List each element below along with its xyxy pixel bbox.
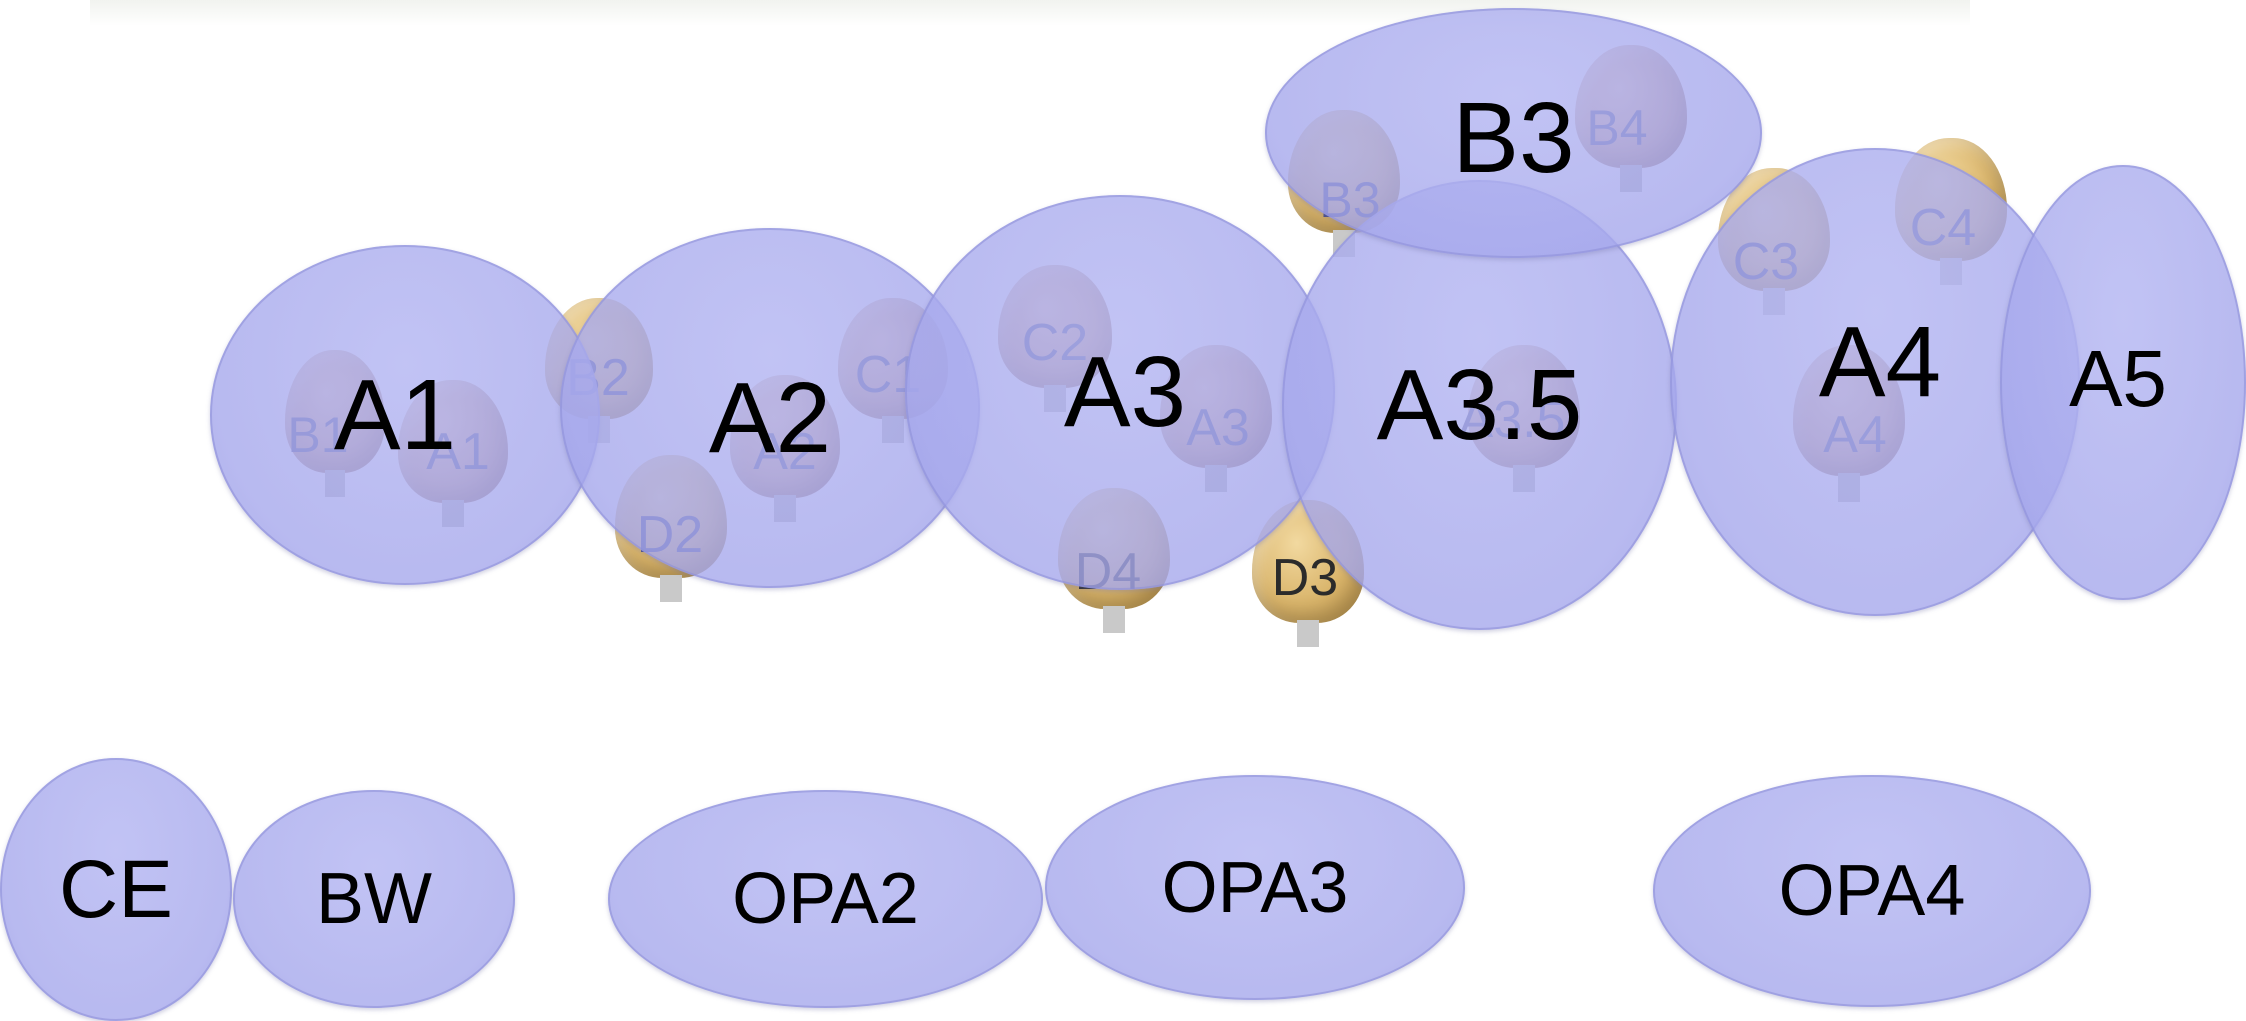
bottom-group-ce: CE (0, 758, 232, 1021)
bottom-group-label: OPA2 (732, 859, 919, 939)
bottom-group-opa2: OPA2 (608, 790, 1043, 1008)
shade-group-a1: A1 (210, 245, 600, 585)
tooth-label-d3: D3 (1271, 549, 1339, 607)
shade-group-label: A3 (1063, 336, 1187, 448)
tooth-post (659, 575, 683, 602)
tooth-post (1102, 606, 1126, 634)
shade-group-label: B3 (1452, 81, 1575, 194)
shade-group-label: A4 (1818, 305, 1942, 418)
bottom-group-label: OPA3 (1161, 847, 1349, 928)
shade-group-a5: A5 (2000, 165, 2246, 600)
tooth-post (1296, 620, 1320, 647)
bottom-group-label: CE (59, 843, 173, 935)
bottom-group-label: BW (316, 859, 432, 939)
shade-group-b3: B3 (1265, 8, 1762, 258)
bottom-group-opa3: OPA3 (1045, 775, 1465, 1000)
shade-group-label: A2 (708, 361, 832, 474)
shade-group-label: A3.5 (1376, 348, 1583, 461)
shade-group-a3: A3 (905, 195, 1335, 590)
top-edge-strip (90, 0, 1970, 26)
bottom-group-label: OPA4 (1778, 851, 1966, 931)
shade-group-label: A5 (2069, 333, 2167, 423)
shade-group-a2: A2 (560, 228, 980, 588)
bottom-group-opa4: OPA4 (1653, 775, 2091, 1007)
shade-group-label: A1 (333, 358, 457, 471)
bottom-group-bw: BW (233, 790, 515, 1008)
